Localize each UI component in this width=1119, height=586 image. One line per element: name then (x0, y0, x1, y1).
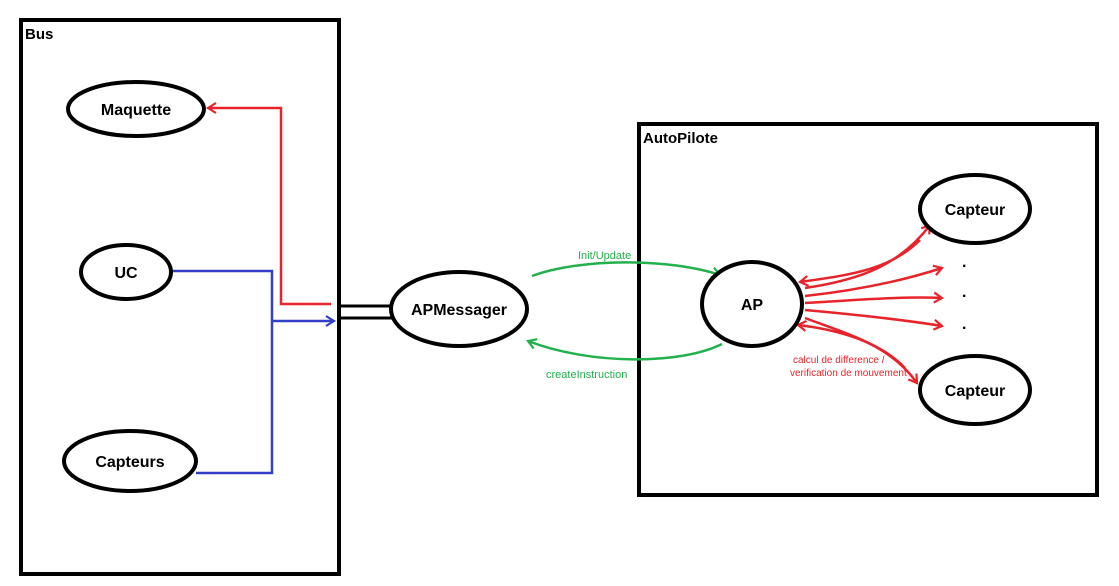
node-apmessager: APMessager (389, 270, 529, 348)
init-update-label: Init/Update (578, 250, 631, 262)
edge-capteur-bottom-to-ap (795, 319, 906, 369)
edge-capteur-top-to-ap (797, 239, 921, 287)
node-maquette-label: Maquette (101, 102, 171, 119)
edge-ap-to-dot-2 (804, 291, 945, 305)
calcul-label-line1: calcul de difference / (793, 355, 885, 366)
node-uc-label: UC (114, 265, 138, 282)
edge-ap-to-dot-1 (804, 264, 944, 298)
calcul-label-line2: verification de mouvement (790, 368, 907, 379)
edge-create-instruction (526, 338, 723, 361)
autopilote-container (637, 122, 1099, 497)
bus-container-title: Bus (25, 26, 53, 43)
create-instruction-label: createInstruction (546, 369, 627, 381)
autopilote-container-title: AutoPilote (643, 130, 718, 147)
edge-bus-to-maquette (205, 102, 331, 306)
edge-init-update (531, 261, 722, 279)
bus-container (19, 18, 341, 576)
node-capteur-top: Capteur (918, 173, 1032, 245)
edge-ap-to-dot-3 (804, 308, 945, 331)
edge-ap-to-capteur-top (804, 223, 932, 290)
node-capteurs-label: Capteurs (95, 454, 164, 471)
ellipsis-dot-2: · (962, 288, 967, 305)
ellipsis-dot-1: · (962, 258, 967, 275)
node-capteurs: Capteurs (62, 429, 198, 493)
node-ap-label: AP (741, 297, 764, 314)
node-capteur-top-label: Capteur (945, 202, 1005, 219)
ellipsis-dot-3: · (962, 320, 967, 337)
node-apmessager-label: APMessager (411, 302, 507, 319)
edge-uc-to-bus (172, 269, 274, 475)
node-ap: AP (700, 260, 804, 348)
node-capteur-bottom: Capteur (918, 354, 1032, 426)
node-capteur-bottom-label: Capteur (945, 383, 1005, 400)
node-maquette: Maquette (66, 80, 206, 138)
node-uc: UC (79, 243, 173, 301)
